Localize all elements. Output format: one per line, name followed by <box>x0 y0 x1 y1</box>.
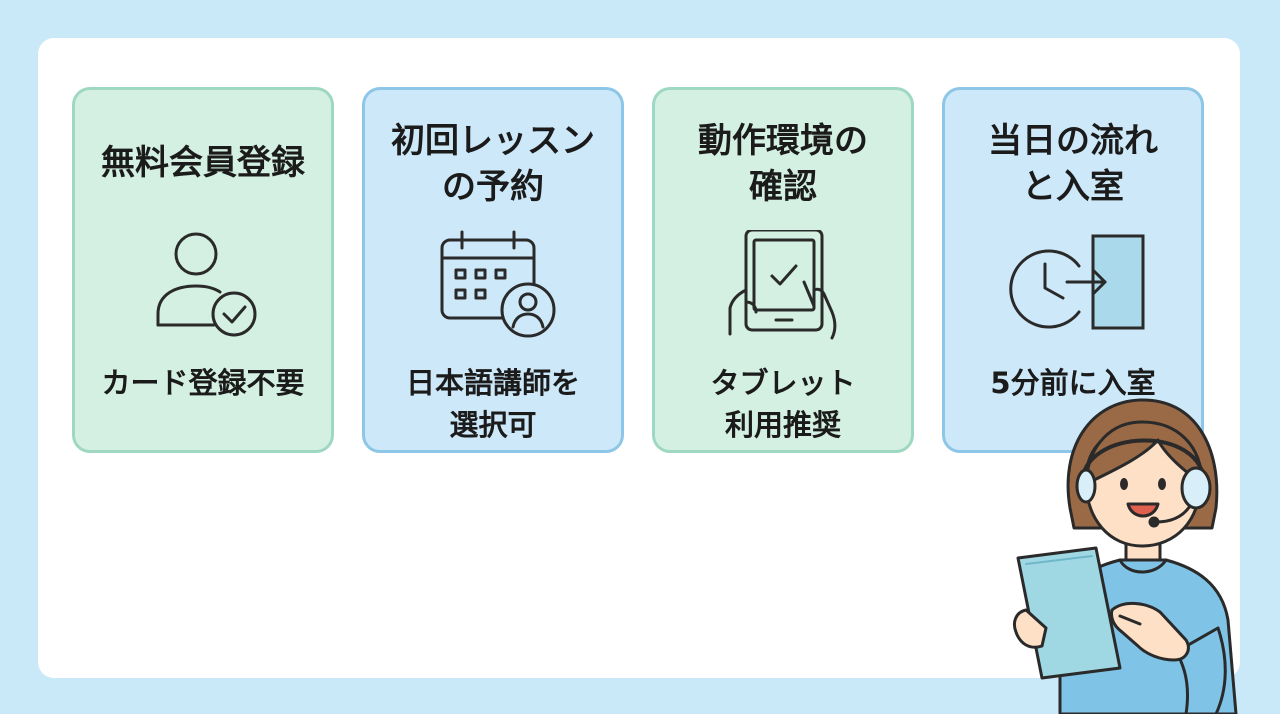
step-note: カード登録不要 <box>75 362 331 404</box>
step-card-first-lesson: 初回レッスン の予約 日本語講師を 選択可 <box>362 87 624 453</box>
step-note-line: タブレット <box>710 366 856 400</box>
user-check-icon <box>156 232 257 337</box>
step-note: 5分前に入室 <box>945 362 1201 404</box>
tablet-check-icon <box>728 230 837 340</box>
step-title-line: 初回レッスン <box>391 121 595 161</box>
step-card-lesson-day: 当日の流れ と入室 5分前に入室 <box>942 87 1204 453</box>
step-title: 動作環境の 確認 <box>655 118 911 210</box>
step-note: 日本語講師を 選択可 <box>365 362 621 446</box>
step-title-line: 確認 <box>749 167 817 207</box>
step-title: 初回レッスン の予約 <box>365 118 621 210</box>
step-title: 無料会員登録 <box>75 140 331 186</box>
clock-enter-icon <box>1009 234 1145 330</box>
step-note: タブレット 利用推奨 <box>655 362 911 446</box>
calendar-teacher-icon <box>440 230 556 338</box>
step-card-registration: 無料会員登録 カード登録不要 <box>72 87 334 453</box>
step-note-line: カード登録不要 <box>101 366 305 400</box>
step-title: 当日の流れ と入室 <box>945 118 1201 210</box>
step-note-line: 5分前に入室 <box>990 366 1156 400</box>
step-note-line: 利用推奨 <box>724 408 841 442</box>
step-title-line: 無料会員登録 <box>101 143 305 183</box>
teacher-illustration <box>1012 398 1238 714</box>
step-title-line: 動作環境の <box>698 121 868 161</box>
step-title-line: の予約 <box>442 167 544 207</box>
step-note-line: 選択可 <box>449 408 537 442</box>
step-note-line: 日本語講師を <box>405 366 580 400</box>
step-card-environment: 動作環境の 確認 タブレット 利用推奨 <box>652 87 914 453</box>
step-title-line: と入室 <box>1022 167 1124 207</box>
step-title-line: 当日の流れ <box>988 121 1158 161</box>
